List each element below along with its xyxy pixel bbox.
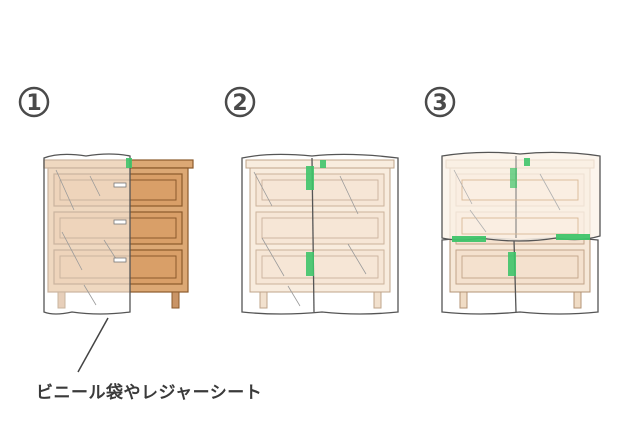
tape-strip — [508, 252, 516, 276]
step-3-number: 3 — [432, 91, 447, 116]
step-1-marker: 1 — [18, 86, 50, 118]
leader-line — [77, 317, 109, 373]
tape-strip — [452, 236, 486, 242]
tape-strip — [126, 158, 132, 168]
step-1-plastic-cover — [43, 153, 132, 315]
tape-strip — [524, 158, 530, 166]
step-3-plastic-cover-lower — [441, 237, 599, 315]
tape-strip — [510, 168, 517, 188]
step-2-marker: 2 — [224, 86, 256, 118]
step-3-plastic-cover-upper — [441, 151, 601, 242]
tape-strip — [556, 234, 590, 240]
caption-plastic-bag-label: ビニール袋やレジャーシート — [36, 383, 263, 403]
step-2-plastic-cover — [241, 153, 399, 315]
step-2-number: 2 — [232, 91, 247, 116]
tape-strip — [306, 166, 314, 190]
step-3-marker: 3 — [424, 86, 456, 118]
step-1-number: 1 — [26, 91, 41, 116]
tape-strip — [320, 160, 326, 168]
tape-strip — [306, 252, 314, 276]
